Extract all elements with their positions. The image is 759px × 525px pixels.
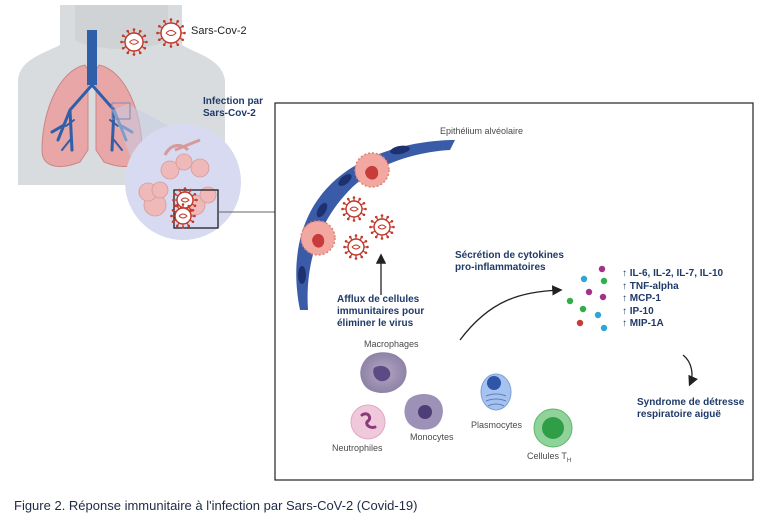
- virus-icon: [343, 234, 369, 260]
- influx-line-1: Afflux de cellules: [337, 294, 420, 305]
- influx-line-3: éliminer le virus: [337, 318, 414, 329]
- cytokine-secretion-line-2: pro-inflammatoires: [455, 262, 546, 273]
- infected-cell: [300, 220, 336, 256]
- neutrophiles-label: Neutrophiles: [332, 443, 383, 453]
- immune-influx-label: Afflux de cellules immunitaires pour éli…: [337, 294, 424, 330]
- virus-icon: [369, 214, 395, 240]
- cytokine-item: ↑ MIP-1A: [622, 318, 664, 329]
- influx-line-2: immunitaires pour: [337, 306, 425, 317]
- cytokine-list: ↑ IL-6, IL-2, IL-7, IL-10 ↑ TNF-alpha ↑ …: [622, 268, 723, 331]
- epithelium-label: Epithélium alvéolaire: [440, 126, 524, 136]
- virus-icon: [341, 196, 367, 222]
- th-cells-label: Cellules TH: [527, 451, 571, 464]
- cytokine-secretion-line-1: Sécrétion de cytokines: [455, 250, 564, 261]
- th-cells-subscript: H: [566, 457, 572, 464]
- virus-icon: [120, 28, 148, 56]
- infected-cell: [354, 152, 390, 188]
- monocytes-label: Monocytes: [410, 432, 454, 442]
- cytokine-secretion-arrow: [459, 285, 563, 341]
- syndrome-arrow: [682, 354, 698, 387]
- cytokine-dots: [566, 265, 608, 332]
- th-cells-label-text: Cellules T: [527, 451, 567, 461]
- cytokine-item: ↑ MCP-1: [622, 293, 661, 304]
- syndrome-line-2: respiratoire aiguë: [637, 409, 721, 420]
- alveolar-epithelium: [296, 140, 455, 310]
- alveoli-detail-box: [173, 189, 219, 229]
- alveoli-zoom-circle: [125, 124, 241, 240]
- syndrome-label: Syndrome de détresse respiratoire aiguë: [637, 397, 744, 421]
- zoom-region-marker: [111, 102, 131, 120]
- cytokine-item: ↑ IL-6, IL-2, IL-7, IL-10: [622, 268, 724, 279]
- virus-icon: [170, 203, 196, 229]
- cytokine-secretion-label: Sécrétion de cytokines pro-inflammatoire…: [455, 250, 564, 274]
- figure-caption: Figure 2. Réponse immunitaire à l'infect…: [14, 498, 418, 513]
- infection-label-line-1: Infection par: [203, 96, 264, 107]
- macrophages-label: Macrophages: [364, 339, 419, 349]
- macrophage-cell: [360, 352, 407, 394]
- plasmocyte-cell: [480, 373, 512, 411]
- neutrophil-cell: [350, 404, 386, 440]
- virus-legend-label: Sars-Cov-2: [191, 25, 247, 37]
- syndrome-line-1: Syndrome de détresse: [637, 397, 745, 408]
- th-cell: [533, 408, 573, 448]
- cytokine-item: ↑ IP-10: [622, 305, 654, 317]
- virus-icon: [156, 18, 186, 48]
- infection-label: Infection par Sars-Cov-2: [203, 96, 263, 120]
- monocyte-cell: [404, 394, 443, 430]
- infection-label-line-2: Sars-Cov-2: [203, 108, 256, 119]
- cytokine-item: ↑ TNF-alpha: [622, 280, 679, 292]
- plasmocytes-label: Plasmocytes: [471, 420, 523, 430]
